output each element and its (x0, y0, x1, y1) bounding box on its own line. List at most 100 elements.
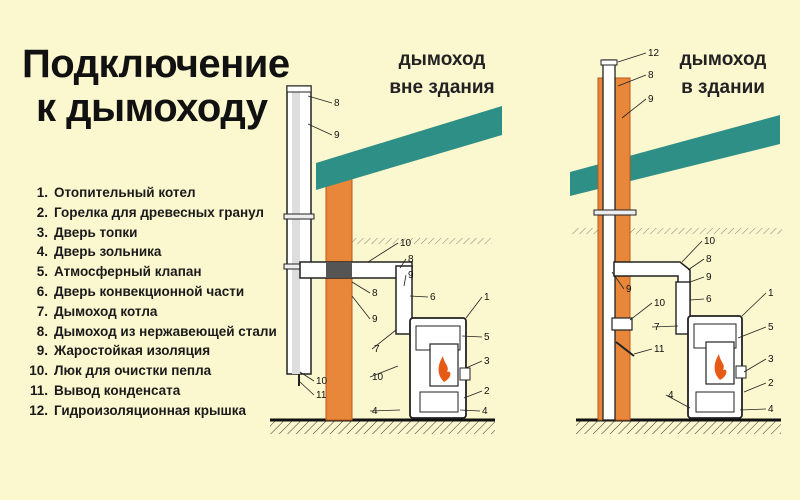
chimney-cap-inside (600, 59, 618, 66)
legend-item-label: Дверь конвекционной части (54, 283, 245, 299)
legend-item-label: Дымоход котла (54, 303, 158, 319)
callout-number: 4 (482, 406, 488, 417)
callout-number: 8 (372, 288, 378, 299)
legend-item: 5.Атмосферный клапан (16, 262, 277, 282)
legend-item: 9.Жаростойкая изоляция (16, 341, 277, 361)
callout-number: 9 (648, 94, 654, 105)
roof-ring-inside (593, 209, 637, 216)
callout-leader-line (465, 296, 483, 319)
legend-item-label: Дверь топки (54, 224, 138, 240)
callout-leader-line (369, 409, 401, 412)
callout-number: 4 (768, 404, 774, 415)
caption-inside-line-2: в здании (681, 77, 765, 98)
ground-outside (270, 420, 495, 434)
burner-inside (735, 365, 747, 379)
callout-number: 5 (768, 322, 774, 333)
legend-item: 2.Горелка для древесных гранул (16, 203, 277, 223)
callout-number: 12 (648, 48, 660, 59)
callout-number: 10 (654, 298, 666, 309)
boiler-outside (409, 317, 471, 419)
callout-leader-line (459, 409, 481, 412)
callout-number: 2 (484, 386, 490, 397)
callout-number: 10 (400, 238, 412, 249)
callout-number: 9 (372, 314, 378, 325)
callout-leader-line (299, 371, 315, 382)
callout-leader-line (741, 292, 767, 317)
callout-leader-line (351, 281, 371, 294)
callout-number: 11 (654, 344, 665, 355)
callout-number: 9 (408, 270, 414, 281)
legend-item-label: Отопительный котел (54, 185, 196, 200)
callout-leader-line (307, 123, 333, 136)
legend-item: 6. Дверь конвекционной части (16, 282, 277, 302)
callout-leader-line (737, 326, 767, 339)
callout-leader-line (689, 276, 705, 283)
legend-item-number: 11. (29, 382, 48, 398)
caption-inside-line-1: дымоход (679, 49, 767, 70)
legend-item-label: Гидроизоляционная крышка (54, 402, 247, 418)
legend-item: 4.Дверь зольника (16, 242, 277, 262)
callout-number: 3 (484, 356, 490, 367)
legend-item-label: Вывод конденсата (54, 382, 181, 398)
legend-item: 7. Дымоход котла (16, 302, 277, 322)
flame-icon-outside (438, 356, 451, 382)
callout-number: 9 (626, 284, 632, 295)
legend-item-label: Дымоход из нержавеющей стали (54, 323, 277, 339)
wall-bracket-outside-1 (283, 213, 315, 220)
callout-number: 3 (768, 354, 774, 365)
legend-item-number: 4. (36, 244, 48, 260)
callout-number: 4 (668, 390, 674, 401)
callout-leader-line (743, 382, 767, 393)
caption-outside-line-1: дымоход (398, 49, 486, 70)
ground-inside (576, 420, 781, 434)
legend-item-number: 6. (36, 283, 48, 299)
wall-sleeve-outside (326, 262, 352, 278)
callout-leader-line (617, 52, 647, 63)
page-title: Подключение к дымоходу (22, 42, 290, 130)
legend-item-number: 8. (36, 323, 48, 339)
callout-leader-line (465, 360, 483, 369)
callout-leader-line (743, 358, 767, 373)
legend-item: 11. Вывод конденсата (16, 381, 277, 401)
callout-leader-line (463, 390, 483, 399)
callout-leader-line (651, 325, 679, 328)
callout-leader-line (621, 98, 647, 119)
legend-item: 1.Отопительный котел (16, 183, 277, 203)
legend-item-number: 12. (29, 402, 48, 418)
chimney-cap-outside (286, 85, 312, 93)
callout-number: 2 (768, 378, 774, 389)
legend-item-number: 5. (36, 264, 48, 280)
title-line-2: к дымоходу (36, 86, 268, 130)
callout-leader-line (633, 348, 653, 355)
callout-leader-line (351, 295, 371, 320)
callout-leader-line (739, 408, 767, 411)
callout-leader-line (409, 295, 429, 298)
legend-item: 10.Люк для очистки пепла (16, 361, 277, 381)
chimney-insulation-outside (292, 86, 300, 374)
callout-leader-line (399, 258, 407, 269)
callout-leader-line (629, 302, 653, 321)
callout-leader-line (617, 74, 647, 87)
condensate-outlet-inside (615, 341, 635, 357)
callout-leader-line (371, 329, 397, 350)
legend-item-number: 7. (36, 303, 48, 319)
legend-item-number: 3. (36, 224, 48, 240)
callout-number: 11 (316, 390, 327, 401)
callout-leader-line (299, 381, 315, 396)
caption-inside: дымоход в здании (643, 46, 800, 102)
legend-item-label: Горелка для древесных гранул (54, 204, 265, 220)
cleanout-hatch-inside (611, 317, 633, 331)
callout-leader-line (681, 240, 703, 263)
boiler-flue-outside (395, 265, 413, 335)
callout-number: 9 (706, 272, 712, 283)
boiler-inside (687, 315, 747, 419)
callout-number: 8 (408, 254, 414, 265)
callout-leader-line (689, 298, 705, 301)
title-line-1: Подключение (22, 42, 290, 86)
